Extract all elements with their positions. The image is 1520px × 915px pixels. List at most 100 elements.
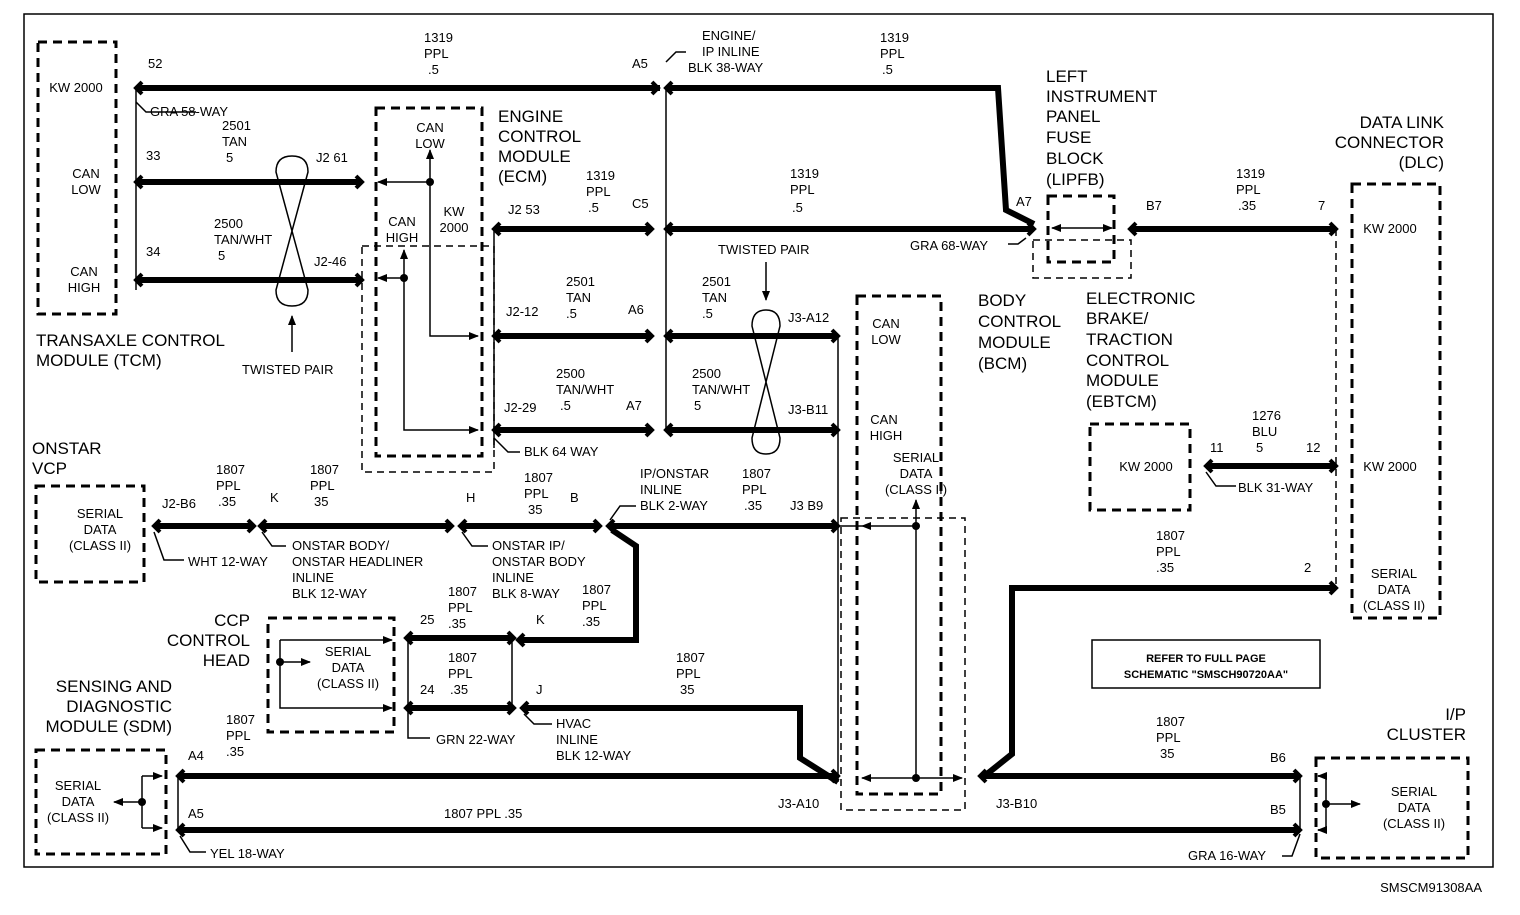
lipfb-name: (LIPFB) bbox=[1046, 170, 1105, 189]
svg-text:.35: .35 bbox=[1156, 560, 1174, 575]
svg-text:H: H bbox=[466, 490, 475, 505]
ccp-name: HEAD bbox=[203, 651, 250, 670]
wire-1807-ccp-drop bbox=[520, 527, 639, 643]
ip-box bbox=[1314, 756, 1470, 860]
svg-text:1807: 1807 bbox=[448, 584, 477, 599]
svg-text:GRA 58-WAY: GRA 58-WAY bbox=[150, 104, 228, 119]
svg-text:.35: .35 bbox=[218, 494, 236, 509]
junction-dot bbox=[1322, 800, 1330, 808]
svg-text:J2 53: J2 53 bbox=[508, 202, 540, 217]
junction-dot bbox=[426, 178, 434, 186]
thin-lines bbox=[113, 51, 1361, 857]
lipfb-name: PANEL bbox=[1046, 107, 1101, 126]
svg-text:1807: 1807 bbox=[524, 470, 553, 485]
dlc-kw: KW 2000 bbox=[1363, 459, 1416, 474]
ccp-box bbox=[266, 616, 396, 734]
svg-text:5: 5 bbox=[218, 248, 225, 263]
svg-text:PPL: PPL bbox=[742, 482, 767, 497]
svg-text:7: 7 bbox=[1318, 198, 1325, 213]
svg-text:TAN/WHT: TAN/WHT bbox=[692, 382, 750, 397]
lipfb-name: FUSE bbox=[1046, 128, 1091, 147]
svg-text:WHT 12-WAY: WHT 12-WAY bbox=[188, 554, 268, 569]
onstar-box bbox=[34, 484, 146, 584]
dlc-name: DATA LINK bbox=[1360, 113, 1445, 132]
svg-text:11: 11 bbox=[1210, 440, 1224, 455]
svg-text:2500: 2500 bbox=[692, 366, 721, 381]
sdm-name: SENSING AND bbox=[56, 677, 172, 696]
svg-text:J3 B9: J3 B9 bbox=[790, 498, 823, 513]
svg-text:.5: .5 bbox=[792, 200, 803, 215]
svg-text:ONSTAR IP/: ONSTAR IP/ bbox=[492, 538, 565, 553]
svg-text:TAN/WHT: TAN/WHT bbox=[214, 232, 272, 247]
bcm-serial: SERIAL bbox=[893, 450, 939, 465]
svg-text:B6: B6 bbox=[1270, 750, 1286, 765]
ccp-name: CCP bbox=[214, 611, 250, 630]
svg-text:K: K bbox=[536, 612, 545, 627]
svg-text:BLK 2-WAY: BLK 2-WAY bbox=[640, 498, 708, 513]
svg-text:C5: C5 bbox=[632, 196, 649, 211]
svg-text:25: 25 bbox=[420, 612, 434, 627]
svg-text:A7: A7 bbox=[1016, 194, 1032, 209]
svg-text:.5: .5 bbox=[560, 398, 571, 413]
svg-text:BLK 12-WAY: BLK 12-WAY bbox=[556, 748, 631, 763]
ecm-box bbox=[374, 106, 484, 458]
junction-dot bbox=[912, 774, 920, 782]
bcm-name: BODY bbox=[978, 291, 1026, 310]
svg-text:GRN 22-WAY: GRN 22-WAY bbox=[436, 732, 516, 747]
svg-text:1807: 1807 bbox=[310, 462, 339, 477]
tcm-can-high: HIGH bbox=[68, 280, 101, 295]
dlc-serial: DATA bbox=[1378, 582, 1411, 597]
svg-text:1319: 1319 bbox=[880, 30, 909, 45]
tcm-kw: KW 2000 bbox=[49, 80, 102, 95]
svg-text:BLK 8-WAY: BLK 8-WAY bbox=[492, 586, 560, 601]
svg-text:PPL: PPL bbox=[1236, 182, 1261, 197]
sdm-serial: DATA bbox=[62, 794, 95, 809]
svg-text:PPL: PPL bbox=[880, 46, 905, 61]
bcm-name: MODULE bbox=[978, 333, 1051, 352]
svg-text:5: 5 bbox=[1256, 440, 1263, 455]
ecm-kw: 2000 bbox=[440, 220, 469, 235]
svg-text:PPL: PPL bbox=[676, 666, 701, 681]
svg-text:2500: 2500 bbox=[556, 366, 585, 381]
ebtcm-name: BRAKE/ bbox=[1086, 309, 1149, 328]
dlc-name: CONNECTOR bbox=[1335, 133, 1444, 152]
svg-text:35: 35 bbox=[680, 682, 694, 697]
svg-text:2500: 2500 bbox=[214, 216, 243, 231]
svg-text:ONSTAR BODY/: ONSTAR BODY/ bbox=[292, 538, 390, 553]
ebtcm-name: (EBTCM) bbox=[1086, 392, 1157, 411]
svg-text:BLK 31-WAY: BLK 31-WAY bbox=[1238, 480, 1313, 495]
svg-text:B5: B5 bbox=[1270, 802, 1286, 817]
svg-text:HVAC: HVAC bbox=[556, 716, 591, 731]
svg-text:IP/ONSTAR: IP/ONSTAR bbox=[640, 466, 709, 481]
lipfb-box bbox=[1046, 194, 1116, 264]
svg-text:.35: .35 bbox=[226, 744, 244, 759]
svg-text:PPL: PPL bbox=[582, 598, 607, 613]
bcm-name: CONTROL bbox=[978, 312, 1061, 331]
onstar-serial: (CLASS II) bbox=[69, 538, 131, 553]
svg-text:.5: .5 bbox=[428, 62, 439, 77]
bcm-name: (BCM) bbox=[978, 354, 1027, 373]
ecm-name: MODULE bbox=[498, 147, 571, 166]
svg-text:1807 PPL .35: 1807 PPL .35 bbox=[444, 806, 522, 821]
svg-text:.35: .35 bbox=[1238, 198, 1256, 213]
bcm-box bbox=[855, 294, 943, 796]
twisted-pair-label: TWISTED PAIR bbox=[242, 362, 333, 377]
ccp-serial: (CLASS II) bbox=[317, 676, 379, 691]
svg-text:2: 2 bbox=[1304, 560, 1311, 575]
svg-text:1807: 1807 bbox=[676, 650, 705, 665]
svg-text:1807: 1807 bbox=[582, 582, 611, 597]
svg-text:J: J bbox=[536, 682, 543, 697]
ccp-serial: DATA bbox=[332, 660, 365, 675]
onstar-serial: DATA bbox=[84, 522, 117, 537]
svg-text:34: 34 bbox=[146, 244, 160, 259]
svg-text:24: 24 bbox=[420, 682, 434, 697]
svg-text:A5: A5 bbox=[632, 56, 648, 71]
dlc-box bbox=[1350, 182, 1442, 620]
svg-text:.5: .5 bbox=[702, 306, 713, 321]
svg-text:.35: .35 bbox=[744, 498, 762, 513]
svg-text:PPL: PPL bbox=[310, 478, 335, 493]
svg-text:5: 5 bbox=[226, 150, 233, 165]
sdm-serial: (CLASS II) bbox=[47, 810, 109, 825]
ecm-can-high: CAN bbox=[388, 214, 415, 229]
